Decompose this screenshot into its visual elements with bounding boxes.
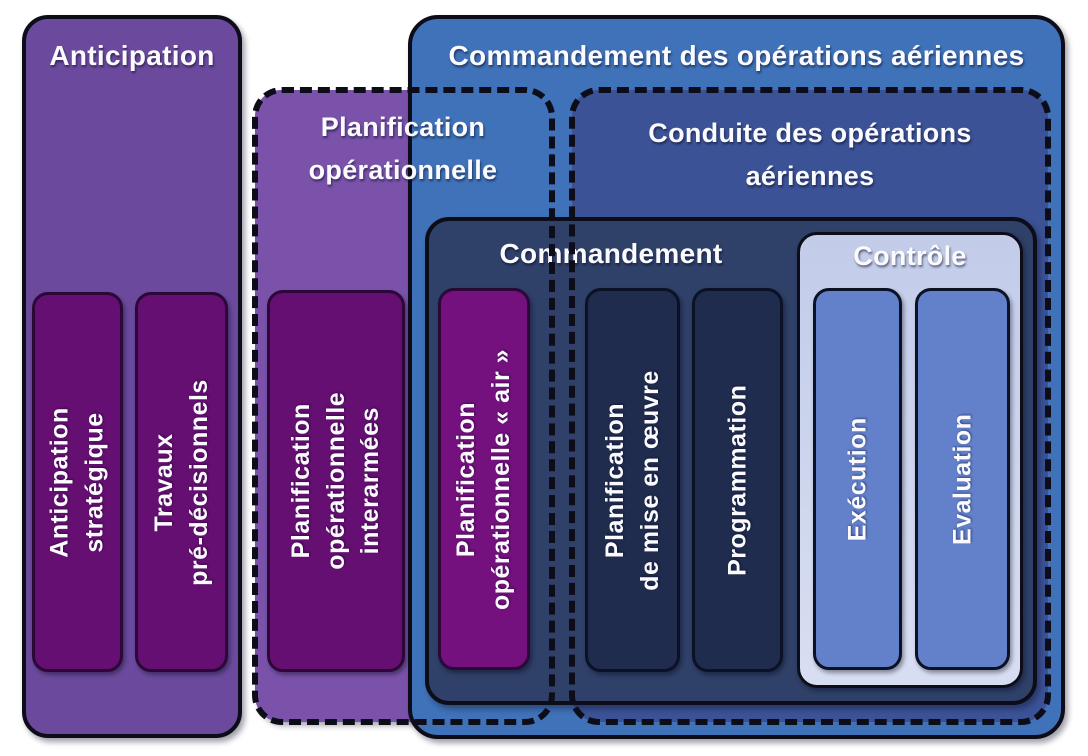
planification-operationnelle-air-label: Planification opérationnelle « air » [452, 348, 516, 610]
planification-operationnelle-interarmees-item: Planification opérationnelle interarmées [267, 290, 405, 672]
conduite-operations-aeriennes-title: Conduite des opérations aériennes [648, 118, 972, 192]
anticipation-strategique-item: Anticipation stratégique [32, 292, 123, 672]
anticipation-strategique-label: Anticipation stratégique [46, 406, 109, 558]
travaux-pre-decisionnels-label: Travaux pré-décisionnels [150, 378, 213, 586]
anticipation-title: Anticipation [49, 40, 215, 71]
controle-title: Contrôle [853, 241, 967, 271]
commandement-operations-aeriennes-title: Commandement des opérations aériennes [448, 40, 1025, 71]
planification-operationnelle-title: Planification opérationnelle [308, 112, 498, 186]
planification-operationnelle-air-item: Planification opérationnelle « air » [438, 288, 530, 670]
programmation-label: Programmation [723, 384, 752, 576]
evaluation-item: Evaluation [915, 288, 1010, 670]
planification-mise-en-oeuvre-item: Planification de mise en œuvre [585, 288, 680, 672]
programmation-item: Programmation [692, 288, 783, 672]
commandement-title: Commandement [499, 238, 723, 269]
planification-operationnelle-interarmees-label: Planification opérationnelle interarmées [287, 392, 385, 570]
planification-mise-en-oeuvre-label: Planification de mise en œuvre [601, 369, 664, 591]
evaluation-label: Evaluation [948, 413, 977, 545]
travaux-pre-decisionnels-item: Travaux pré-décisionnels [135, 292, 228, 672]
execution-item: Exécution [813, 288, 902, 670]
execution-label: Exécution [843, 417, 872, 541]
